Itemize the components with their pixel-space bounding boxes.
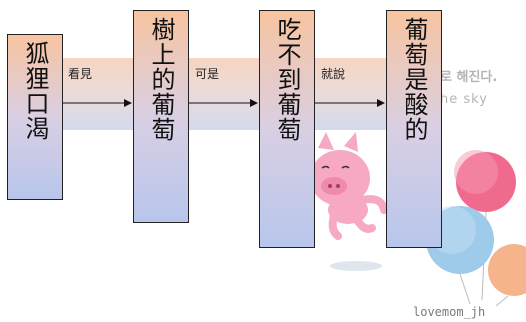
faint-sky-text: he sky [440,92,488,107]
edge-label-said: 就說 [321,67,346,81]
node-label: 狐狸口渴 [21,41,49,141]
edge-label-see: 看見 [68,67,93,81]
node-fox-thirsty: 狐狸口渴 [7,34,63,200]
node-cannot-eat-grapes: 吃不到葡萄 [259,10,315,248]
node-grapes-are-sour: 葡萄是酸的 [386,10,442,248]
flow-band [60,58,390,130]
watermark: lovemom_jh [413,305,486,319]
faint-korean-text: 로 해진다. [440,70,498,85]
pig-icon [310,132,388,240]
edge-label-but: 可是 [195,67,220,81]
balloon-orange-icon [488,244,526,307]
pig-shadow [330,261,382,271]
node-label: 吃不到葡萄 [273,17,301,142]
node-label: 葡萄是酸的 [400,17,428,142]
node-grapes-on-tree: 樹上的葡萄 [133,10,189,223]
balloon-pink-icon [454,150,516,301]
node-label: 樹上的葡萄 [147,17,175,142]
